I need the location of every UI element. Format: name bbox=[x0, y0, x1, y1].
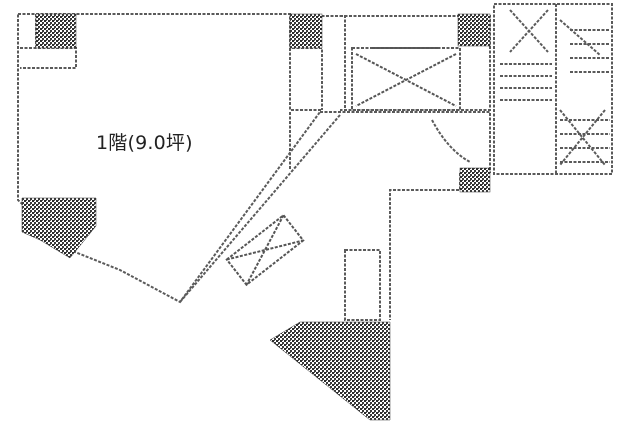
floor-label: 1階(9.0坪) bbox=[96, 132, 193, 154]
pillar-top-center bbox=[289, 13, 323, 49]
lower-corridor-outline bbox=[320, 111, 491, 320]
diagonal-wall bbox=[179, 114, 341, 303]
stair-box bbox=[493, 3, 613, 175]
utility-shaft-frame bbox=[340, 15, 491, 111]
shaft-cross bbox=[355, 53, 457, 107]
fixture-box bbox=[225, 213, 305, 287]
pillar-top-right bbox=[457, 13, 491, 47]
stair-arrows bbox=[509, 9, 606, 166]
corridor-inner bbox=[292, 47, 323, 110]
door-swing bbox=[431, 119, 471, 163]
pillar-mid-right bbox=[459, 167, 491, 193]
inner-box-top-left bbox=[20, 47, 77, 69]
small-room bbox=[344, 249, 381, 321]
stair-steps bbox=[500, 29, 610, 163]
pillar-top-left bbox=[35, 13, 77, 49]
pillar-bottom-center bbox=[269, 321, 391, 421]
fixture-cross bbox=[226, 214, 304, 286]
main-room-outline bbox=[17, 13, 321, 304]
pillar-bottom-left bbox=[21, 197, 97, 259]
